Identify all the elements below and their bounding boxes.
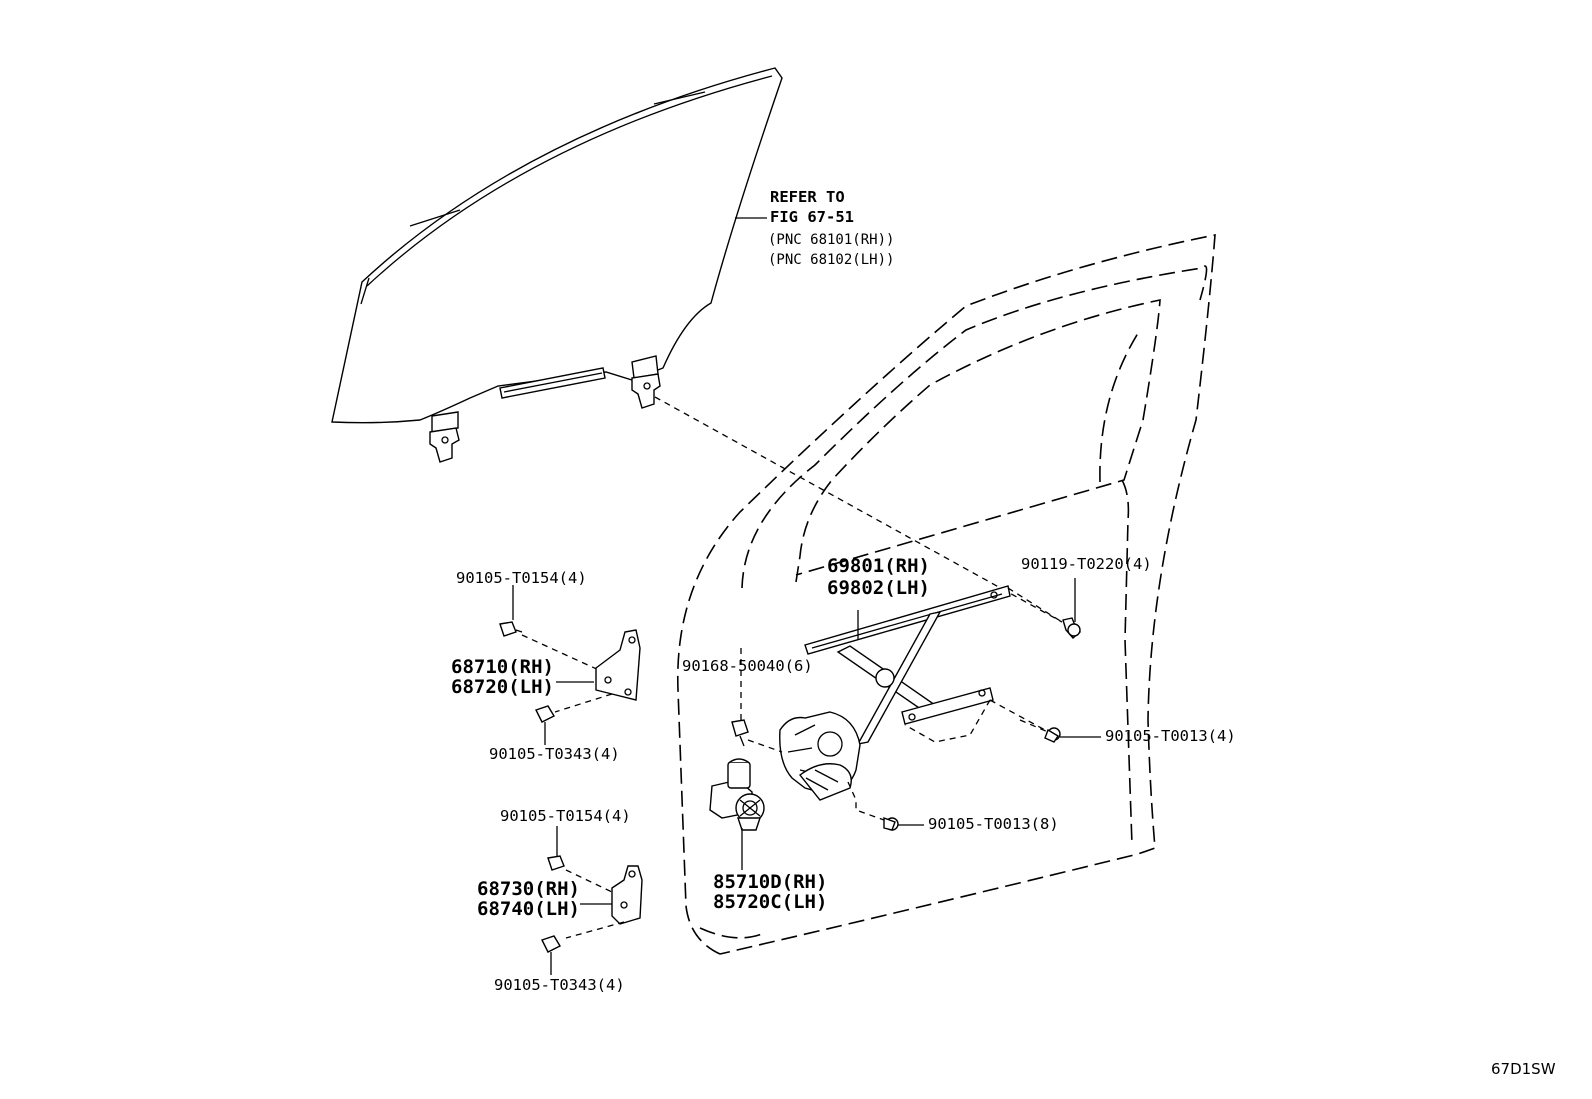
window-regulator — [779, 585, 1011, 801]
part-label-motor-lh: 85720C(LH) — [713, 891, 828, 913]
figure-code: 67D1SW — [1491, 1060, 1556, 1078]
part-label-regulator-nut: 90168-50040(6) — [682, 657, 813, 675]
part-label-motor-bolt: 90105-T0013(8) — [928, 815, 1059, 833]
refer-to-label: REFER TO — [770, 188, 845, 206]
pnc-rh-label: (PNC 68101(RH)) — [768, 232, 895, 248]
lower-hinge — [541, 826, 643, 975]
part-label-regulator-bolt-top: 90119-T0220(4) — [1021, 555, 1152, 573]
part-label-regulator-bolt-right: 90105-T0013(4) — [1105, 727, 1236, 745]
upper-hinge — [499, 585, 641, 745]
glass-clip-leader — [654, 396, 1063, 623]
part-label-upper-hinge-bolt-bottom: 90105-T0343(4) — [489, 745, 620, 763]
regulator-right-dash — [904, 699, 1046, 743]
bolt-icon-90105-t0013-8 — [847, 781, 924, 831]
part-label-regulator-rh: 69801(RH) — [827, 555, 930, 577]
part-label-upper-hinge-rh: 68710(RH) — [451, 656, 554, 678]
part-label-upper-hinge-lh: 68720(LH) — [451, 676, 554, 698]
part-label-regulator-lh: 69802(LH) — [827, 577, 930, 599]
bolt-icon-90119 — [1062, 578, 1082, 639]
part-label-lower-hinge-lh: 68740(LH) — [477, 898, 580, 920]
part-label-lower-hinge-bolt-top: 90105-T0154(4) — [500, 807, 631, 825]
pnc-lh-label: (PNC 68102(LH)) — [768, 252, 895, 268]
door-outline — [676, 234, 1216, 955]
part-label-upper-hinge-bolt-top: 90105-T0154(4) — [456, 569, 587, 587]
nut-icon-90168 — [731, 648, 783, 753]
part-label-lower-hinge-rh: 68730(RH) — [477, 878, 580, 900]
door-glass — [331, 67, 783, 463]
part-label-motor-rh: 85710D(RH) — [713, 871, 828, 893]
fig-reference-label: FIG 67-51 — [770, 208, 854, 226]
part-label-lower-hinge-bolt-bottom: 90105-T0343(4) — [494, 976, 625, 994]
regulator-motor — [709, 758, 765, 870]
bolt-icon-90105-t0013-4 — [1019, 719, 1101, 743]
